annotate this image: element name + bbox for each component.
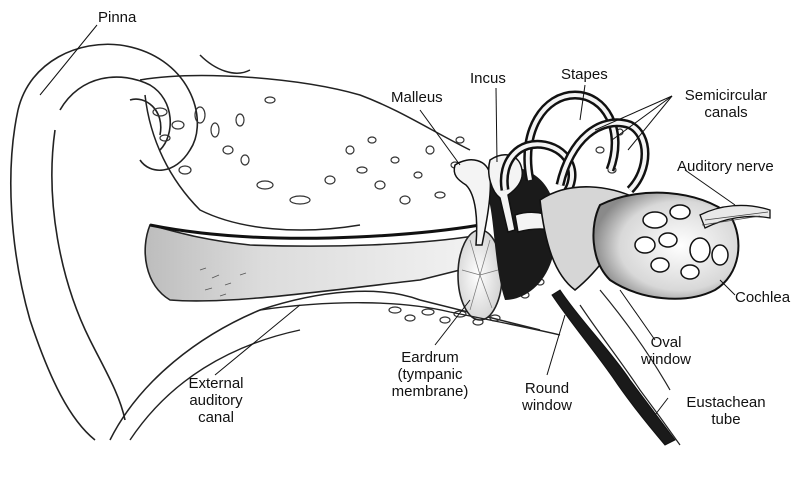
label-round-window: Round window [512, 380, 582, 414]
label-cochlea: Cochlea [735, 289, 790, 306]
label-malleus: Malleus [391, 89, 443, 106]
label-eardrum-line1: Eardrum [380, 349, 480, 366]
label-oval-window: Oval window [636, 334, 696, 368]
label-external-auditory-canal: External auditory canal [176, 375, 256, 426]
external-auditory-canal-shape [145, 225, 480, 301]
label-external-line1: External [176, 375, 256, 392]
label-semicircular-line2: canals [676, 104, 776, 121]
label-round-line1: Round [512, 380, 582, 397]
label-oval-line1: Oval [636, 334, 696, 351]
label-incus: Incus [470, 70, 506, 87]
label-semicircular-line1: Semicircular [676, 87, 776, 104]
label-eustachian-tube: Eustachean tube [676, 394, 776, 428]
label-eardrum-line2: (tympanic [380, 366, 480, 383]
label-stapes: Stapes [561, 66, 608, 83]
label-auditory-nerve: Auditory nerve [677, 158, 774, 175]
label-eardrum-line3: membrane) [380, 383, 480, 400]
label-eardrum: Eardrum (tympanic membrane) [380, 349, 480, 400]
label-eustachian-line1: Eustachean [676, 394, 776, 411]
label-pinna: Pinna [98, 9, 136, 26]
label-external-line3: canal [176, 409, 256, 426]
label-external-line2: auditory [176, 392, 256, 409]
label-eustachian-line2: tube [676, 411, 776, 428]
label-oval-line2: window [636, 351, 696, 368]
label-round-line2: window [512, 397, 582, 414]
label-semicircular-canals: Semicircular canals [676, 87, 776, 121]
